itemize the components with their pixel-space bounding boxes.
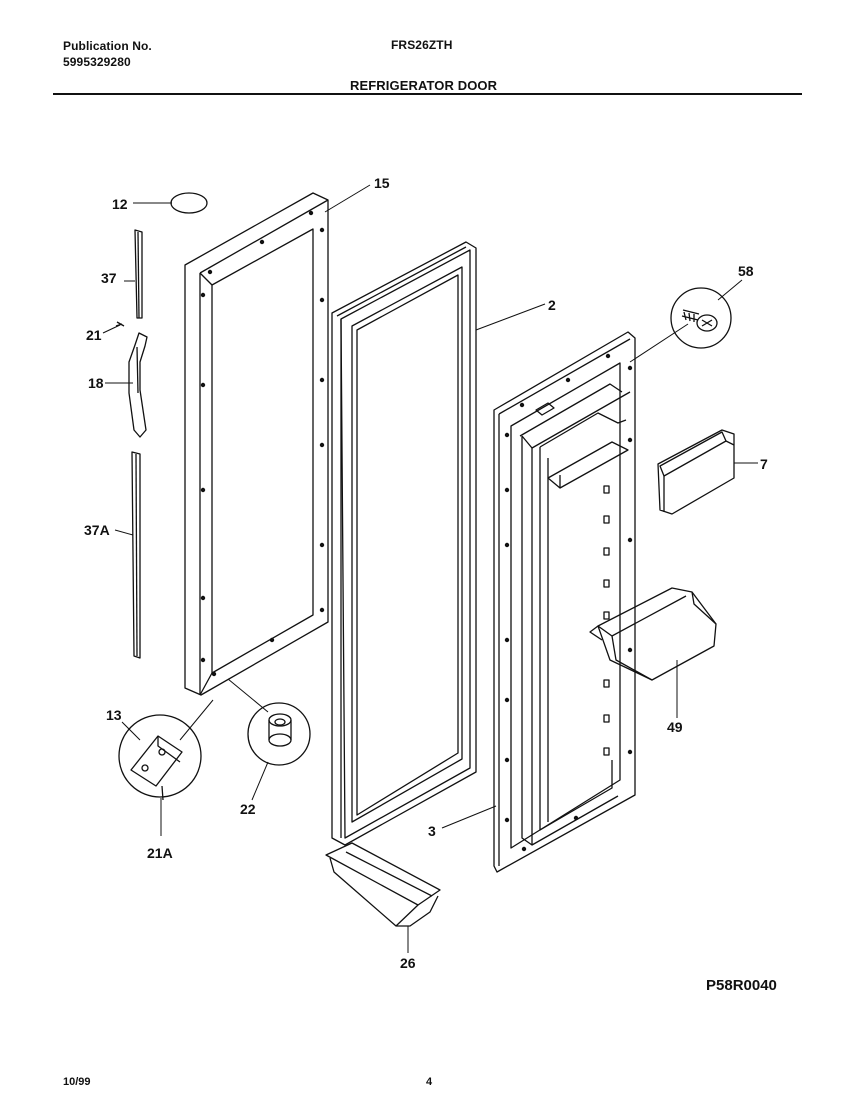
callout-21: 21 <box>86 327 102 343</box>
part-3-shelf-tabs <box>603 485 610 756</box>
callout-37a: 37A <box>84 522 110 538</box>
part-15-screw-holes <box>200 210 325 677</box>
callout-18: 18 <box>88 375 104 391</box>
part-58-screw-detail <box>670 287 732 349</box>
part-49-door-bin <box>589 587 717 681</box>
callout-26: 26 <box>400 955 416 971</box>
callout-13: 13 <box>106 707 122 723</box>
part-18-hinge-bar <box>128 332 148 438</box>
page-number: 4 <box>426 1076 433 1088</box>
callout-12: 12 <box>112 196 128 212</box>
callout-37: 37 <box>101 270 117 286</box>
part-2-gasket <box>331 241 477 846</box>
callout-22: 22 <box>240 801 256 817</box>
callout-21a: 21A <box>147 845 173 861</box>
part-37a-strip <box>131 451 141 659</box>
part-26-tray <box>325 842 441 927</box>
part-15-door-frame <box>184 192 329 696</box>
callout-7: 7 <box>760 456 768 472</box>
footer-date: 10/99 <box>63 1076 91 1088</box>
part-3-screw-holes <box>504 353 633 852</box>
part-3-inner-door-panel <box>493 331 636 873</box>
part-12-plug <box>170 192 208 214</box>
callout-15: 15 <box>374 175 390 191</box>
publication-number: 5995329280 <box>63 55 131 69</box>
leader-lines <box>102 184 758 953</box>
header-rule <box>53 93 802 95</box>
publication-label: Publication No. <box>63 39 152 53</box>
part-7-dairy-cover <box>657 429 735 515</box>
part-13-bracket-detail <box>118 714 202 801</box>
callout-2: 2 <box>548 297 556 313</box>
part-37-strip <box>134 229 143 319</box>
model-number: FRS26ZTH <box>391 38 453 52</box>
diagram-code: P58R0040 <box>706 977 777 994</box>
callout-49: 49 <box>667 719 683 735</box>
callout-3: 3 <box>428 823 436 839</box>
section-title: REFRIGERATOR DOOR <box>350 78 498 93</box>
part-22-roller-detail <box>247 702 311 766</box>
callout-58: 58 <box>738 263 754 279</box>
